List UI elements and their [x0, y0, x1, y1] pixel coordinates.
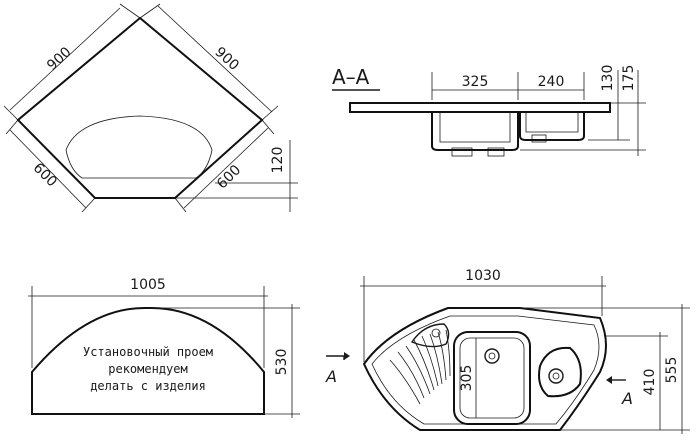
small-bowl-profile [519, 112, 585, 141]
section-title: A–A [332, 65, 370, 89]
right-small-bowl [538, 346, 582, 398]
dim-1005: 1005 [130, 277, 166, 293]
dim-900-left: 900 [44, 44, 75, 74]
dim-325: 325 [462, 74, 489, 90]
countertop-slab [349, 102, 611, 113]
main-drain [484, 348, 500, 364]
left-small-bowl [410, 323, 450, 348]
cutout-template: 1005 530 Установочный проем рекомендуем … [28, 277, 300, 418]
dim-120: 120 [270, 147, 286, 174]
dim-600-left: 600 [30, 160, 60, 190]
section-mark-left: A [325, 367, 337, 386]
main-bowl [453, 331, 531, 425]
right-drain [548, 368, 564, 384]
dim-1030: 1030 [465, 268, 501, 284]
sink-outline [362, 307, 607, 431]
dim-555: 555 [664, 357, 680, 384]
dim-240: 240 [538, 74, 565, 90]
corner-outline [16, 16, 264, 199]
cutout-outline [31, 306, 265, 415]
drainboard-ribs [389, 329, 451, 405]
corner-bowl-outline [65, 115, 213, 179]
dim-305: 305 [459, 365, 475, 392]
cutout-note-line3: делать с изделия [90, 379, 206, 393]
dim-900-right: 900 [211, 44, 242, 74]
dim-410: 410 [642, 369, 658, 396]
dim-530: 530 [274, 349, 290, 376]
section-mark-right: A [621, 389, 633, 408]
cutout-note-line1: Установочный проем [83, 345, 213, 359]
dim-600-right: 600 [214, 162, 244, 192]
dim-130: 130 [600, 65, 616, 92]
corner-top-view: 900 900 600 600 120 [3, 3, 298, 213]
section-view: A–A 325 240 130 175 [332, 65, 646, 157]
main-bowl-profile [431, 112, 519, 151]
dim-175: 175 [621, 65, 637, 92]
cutout-note-line2: рекомендуем [108, 362, 187, 376]
sink-plan: 1030 555 410 305 A A [325, 268, 690, 434]
